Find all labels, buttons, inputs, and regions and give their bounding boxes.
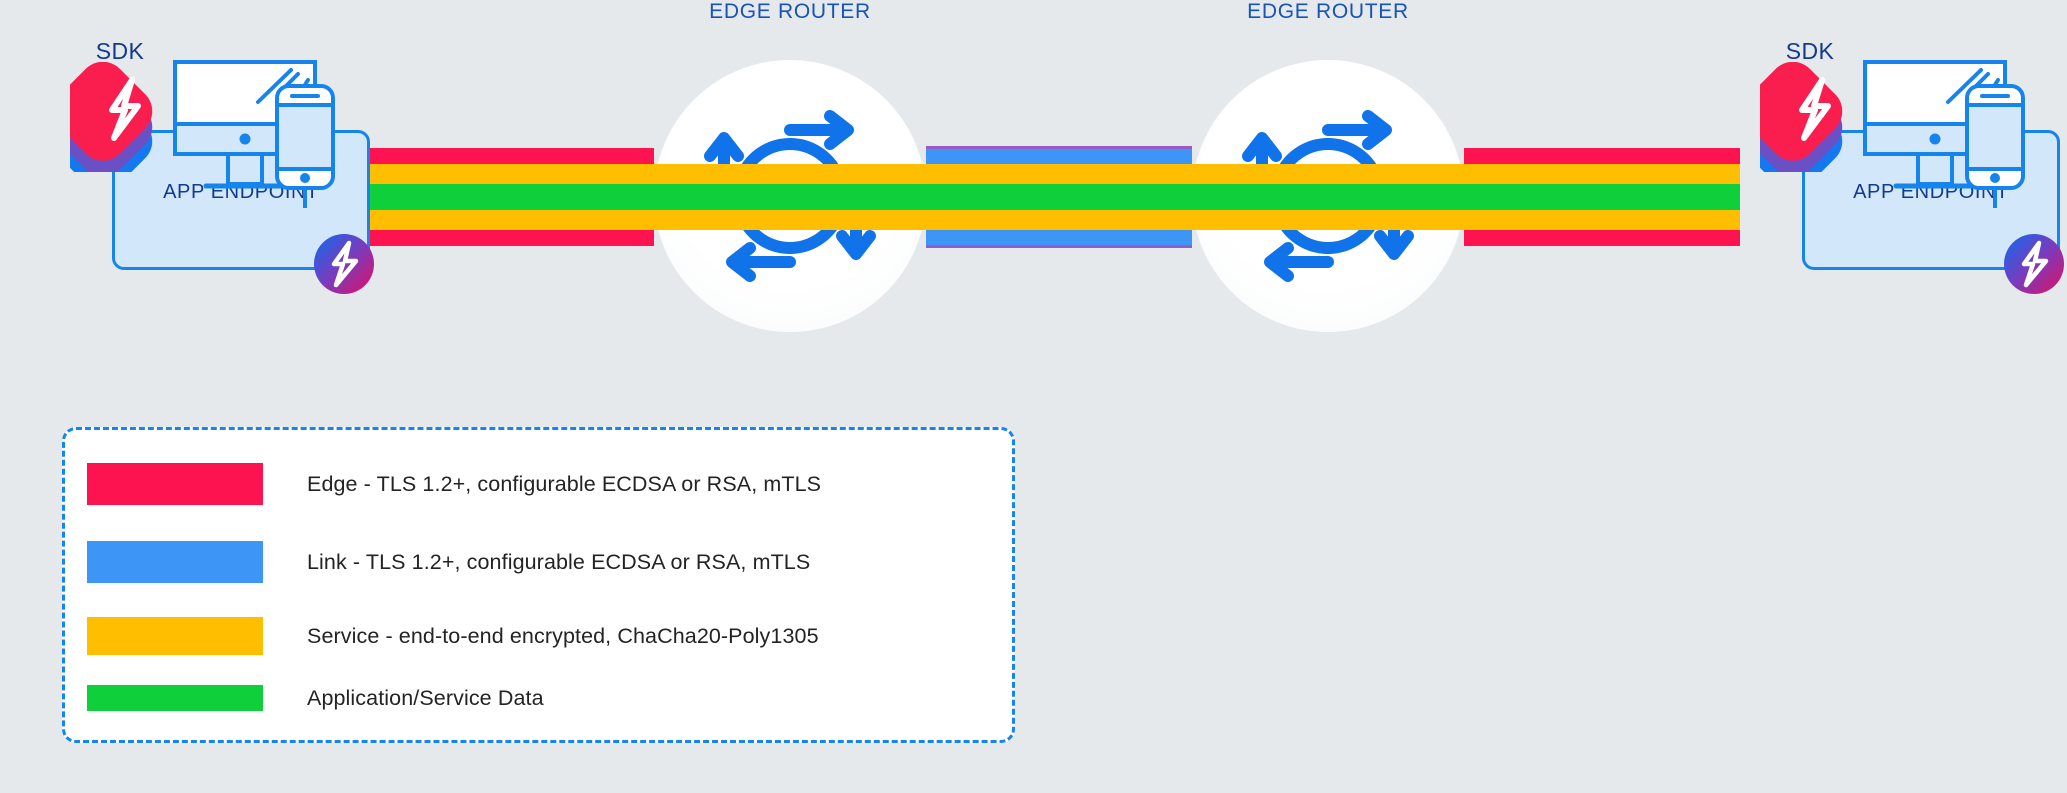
band-service-top xyxy=(330,164,654,184)
desktop-and-phone-icon xyxy=(173,60,335,208)
band-service-top xyxy=(926,164,1192,184)
legend-label-edge: Edge - TLS 1.2+, configurable ECDSA or R… xyxy=(307,471,822,496)
legend-item: Edge - TLS 1.2+, configurable ECDSA or R… xyxy=(87,456,992,512)
band-service-top-front xyxy=(654,164,926,184)
legend-panel: Edge - TLS 1.2+, configurable ECDSA or R… xyxy=(62,427,1015,743)
band-link-bottom xyxy=(926,230,1192,245)
edge-router-left-label: EDGE ROUTER xyxy=(709,0,871,23)
app-endpoint-left[interactable]: APP ENDPOINT xyxy=(40,0,374,300)
band-data-front xyxy=(654,184,926,210)
band-edge-top xyxy=(330,148,654,164)
legend-swatch-data xyxy=(87,685,263,711)
band-data xyxy=(330,184,654,210)
band-service-bottom xyxy=(330,210,654,230)
band-link-outline-top xyxy=(926,146,1192,149)
legend-item: Service - end-to-end encrypted, ChaCha20… xyxy=(87,608,992,664)
legend-label-data: Application/Service Data xyxy=(307,685,544,710)
legend-swatch-link xyxy=(87,541,263,583)
band-service-bottom xyxy=(1464,210,1740,230)
band-link-outline-bottom xyxy=(926,245,1192,248)
sdk-label: SDK xyxy=(95,38,145,64)
band-data xyxy=(926,184,1192,210)
band-data xyxy=(1464,184,1740,210)
sdk-stack-bolt-icon xyxy=(1760,62,1843,172)
band-service-bottom xyxy=(926,210,1192,230)
edge-router-right-label: EDGE ROUTER xyxy=(1247,0,1409,23)
sdk-stack-bolt-icon xyxy=(70,62,153,172)
band-service-bottom-front xyxy=(1192,210,1464,230)
bolt-circle-icon[interactable] xyxy=(312,232,376,296)
band-service-top-front xyxy=(1192,164,1464,184)
desktop-and-phone-icon xyxy=(1863,60,2025,208)
band-link-top xyxy=(926,149,1192,164)
band-service-bottom-front xyxy=(654,210,926,230)
band-data-front xyxy=(1192,184,1464,210)
legend-label-link: Link - TLS 1.2+, configurable ECDSA or R… xyxy=(307,549,811,574)
sdk-label: SDK xyxy=(1785,38,1835,64)
bolt-circle-icon[interactable] xyxy=(2002,232,2066,296)
legend-swatch-service xyxy=(87,617,263,655)
band-service-top xyxy=(1464,164,1740,184)
legend-swatch-edge xyxy=(87,463,263,505)
band-edge-top xyxy=(1464,148,1740,164)
band-edge-bottom xyxy=(1464,230,1740,246)
legend-label-service: Service - end-to-end encrypted, ChaCha20… xyxy=(307,623,819,648)
band-edge-bottom xyxy=(330,230,654,246)
legend-item: Application/Service Data xyxy=(87,670,992,726)
legend-item: Link - TLS 1.2+, configurable ECDSA or R… xyxy=(87,534,992,590)
app-endpoint-right[interactable]: APP ENDPOINT SDK xyxy=(1730,0,2064,300)
